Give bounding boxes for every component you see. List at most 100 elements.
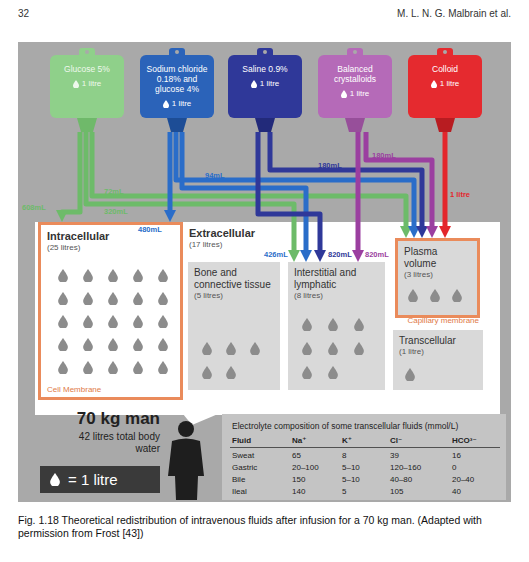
drop-icon bbox=[430, 289, 440, 302]
bag-shape bbox=[228, 48, 302, 132]
table-cell: 8 bbox=[342, 451, 346, 460]
bag-neck bbox=[77, 118, 97, 132]
bag-neck bbox=[167, 118, 187, 132]
drop-shape bbox=[250, 342, 260, 355]
table-header: K⁺ bbox=[342, 436, 352, 445]
drop-icon bbox=[250, 342, 260, 355]
volume-row: 1 litre bbox=[231, 79, 299, 89]
flow-volume: 426mL bbox=[264, 250, 288, 259]
table-cell: 105 bbox=[390, 487, 403, 496]
drop-icon bbox=[158, 269, 168, 282]
drop-shape bbox=[408, 289, 418, 302]
bag-hole bbox=[263, 50, 267, 54]
table-cell: 120–160 bbox=[390, 463, 421, 472]
bag-hole bbox=[175, 50, 179, 54]
drop-shape bbox=[158, 338, 168, 351]
drop-icon bbox=[354, 342, 364, 355]
drop-shape bbox=[431, 80, 437, 88]
fluid-bag: Colloid 1 litre bbox=[408, 48, 482, 132]
drop-shape bbox=[133, 338, 143, 351]
bag-volume: 1 litre bbox=[440, 79, 460, 89]
drop-icon bbox=[108, 292, 118, 305]
subject-note: 42 litres total body water bbox=[78, 431, 160, 455]
drop-icon bbox=[302, 342, 312, 355]
volume-row: 1 litre bbox=[321, 89, 389, 99]
drop-shape bbox=[133, 292, 143, 305]
bag-shape bbox=[50, 48, 124, 132]
bag-hole bbox=[353, 50, 357, 54]
table-cell: Sweat bbox=[232, 451, 254, 460]
fluid-name: Colloid bbox=[411, 64, 479, 74]
bag-label: Glucose 5%1 litre bbox=[53, 64, 121, 89]
membrane-label: Cell Membrane bbox=[47, 385, 101, 394]
drop-shape bbox=[73, 80, 79, 88]
flow-arrow bbox=[270, 132, 422, 229]
table-cell: 40–80 bbox=[390, 475, 412, 484]
running-head: M. L. N. G. Malbrain et al. bbox=[397, 8, 511, 19]
drop-icon bbox=[133, 269, 143, 282]
table-header: Cl⁻ bbox=[390, 436, 402, 445]
drop-icon bbox=[354, 318, 364, 331]
table-cell: 39 bbox=[390, 451, 399, 460]
compartment-name: Bone and connective tissue bbox=[194, 267, 274, 291]
drop-icon bbox=[133, 292, 143, 305]
table-rule bbox=[230, 447, 500, 448]
flow-volume: 480mL bbox=[138, 225, 162, 234]
table-cell: 5–10 bbox=[342, 463, 360, 472]
drop-shape bbox=[452, 289, 462, 302]
drop-shape bbox=[83, 315, 93, 328]
fluid-bag: Balanced crystalloids 1 litre bbox=[318, 48, 392, 132]
table-cell: 16 bbox=[452, 451, 461, 460]
table-header: Fluid bbox=[232, 436, 251, 445]
drop-icon bbox=[133, 338, 143, 351]
drop-icon bbox=[408, 289, 418, 302]
drop-shape bbox=[58, 292, 68, 305]
drop-icon bbox=[452, 289, 462, 302]
drop-icon bbox=[108, 269, 118, 282]
flow-volume: 820mL bbox=[328, 250, 352, 259]
flow-volume: 608mL bbox=[22, 203, 46, 212]
table-cell: 20–40 bbox=[452, 475, 474, 484]
drop-icon bbox=[58, 292, 68, 305]
compartment-box: Plasma volume(3 litres)Capillary membran… bbox=[395, 238, 480, 318]
subject-title: 70 kg man bbox=[77, 409, 160, 429]
drop-icon bbox=[158, 315, 168, 328]
man-body bbox=[168, 439, 204, 501]
compartment-volume: (25 litres) bbox=[47, 243, 174, 253]
drop-shape bbox=[158, 269, 168, 282]
flow-arrow bbox=[443, 132, 448, 229]
fluid-name: Balanced crystalloids bbox=[321, 64, 389, 84]
volume-row: 1 litre bbox=[53, 79, 121, 89]
drop-shape bbox=[354, 342, 364, 355]
table-cell: 5–10 bbox=[342, 475, 360, 484]
volume-row: 1 litre bbox=[411, 79, 479, 89]
compartment-volume: (5 litres) bbox=[194, 291, 274, 301]
drop-shape bbox=[430, 289, 440, 302]
compartment-box: Intracellular(25 litres)Cell Membrane bbox=[38, 222, 183, 400]
drop-shape bbox=[302, 318, 312, 331]
fluid-bag: Glucose 5%1 litre bbox=[50, 48, 124, 132]
fluid-bag: Saline 0.9%1 litre bbox=[228, 48, 302, 132]
bag-shape bbox=[408, 48, 482, 132]
table-cell: 0 bbox=[452, 463, 456, 472]
drop-icon bbox=[405, 368, 415, 381]
drop-icon bbox=[58, 269, 68, 282]
bag-label: Sodium chloride 0.18% and glucose 4%1 li… bbox=[143, 64, 211, 109]
drop-icon bbox=[83, 292, 93, 305]
flow-volume: 72mL bbox=[104, 187, 124, 196]
figure-caption: Fig. 1.18 Theoretical redistribution of … bbox=[18, 514, 511, 540]
drop-icon bbox=[83, 361, 93, 374]
fluid-bag: Sodium chloride 0.18% and glucose 4%1 li… bbox=[140, 48, 214, 132]
legend-text: = 1 litre bbox=[68, 471, 118, 488]
bag-neck bbox=[255, 118, 275, 132]
flow-volume: 820mL bbox=[365, 250, 389, 259]
flow-volume: 180mL bbox=[372, 151, 396, 160]
bag-body bbox=[228, 55, 302, 118]
volume-row: 1 litre bbox=[143, 99, 211, 109]
bag-body bbox=[140, 55, 214, 118]
drop-icon bbox=[328, 366, 338, 379]
drop-shape bbox=[405, 368, 415, 381]
bag-body bbox=[50, 55, 124, 118]
compartment-name: Plasma volume bbox=[404, 246, 471, 270]
bag-label: Balanced crystalloids 1 litre bbox=[321, 64, 389, 99]
